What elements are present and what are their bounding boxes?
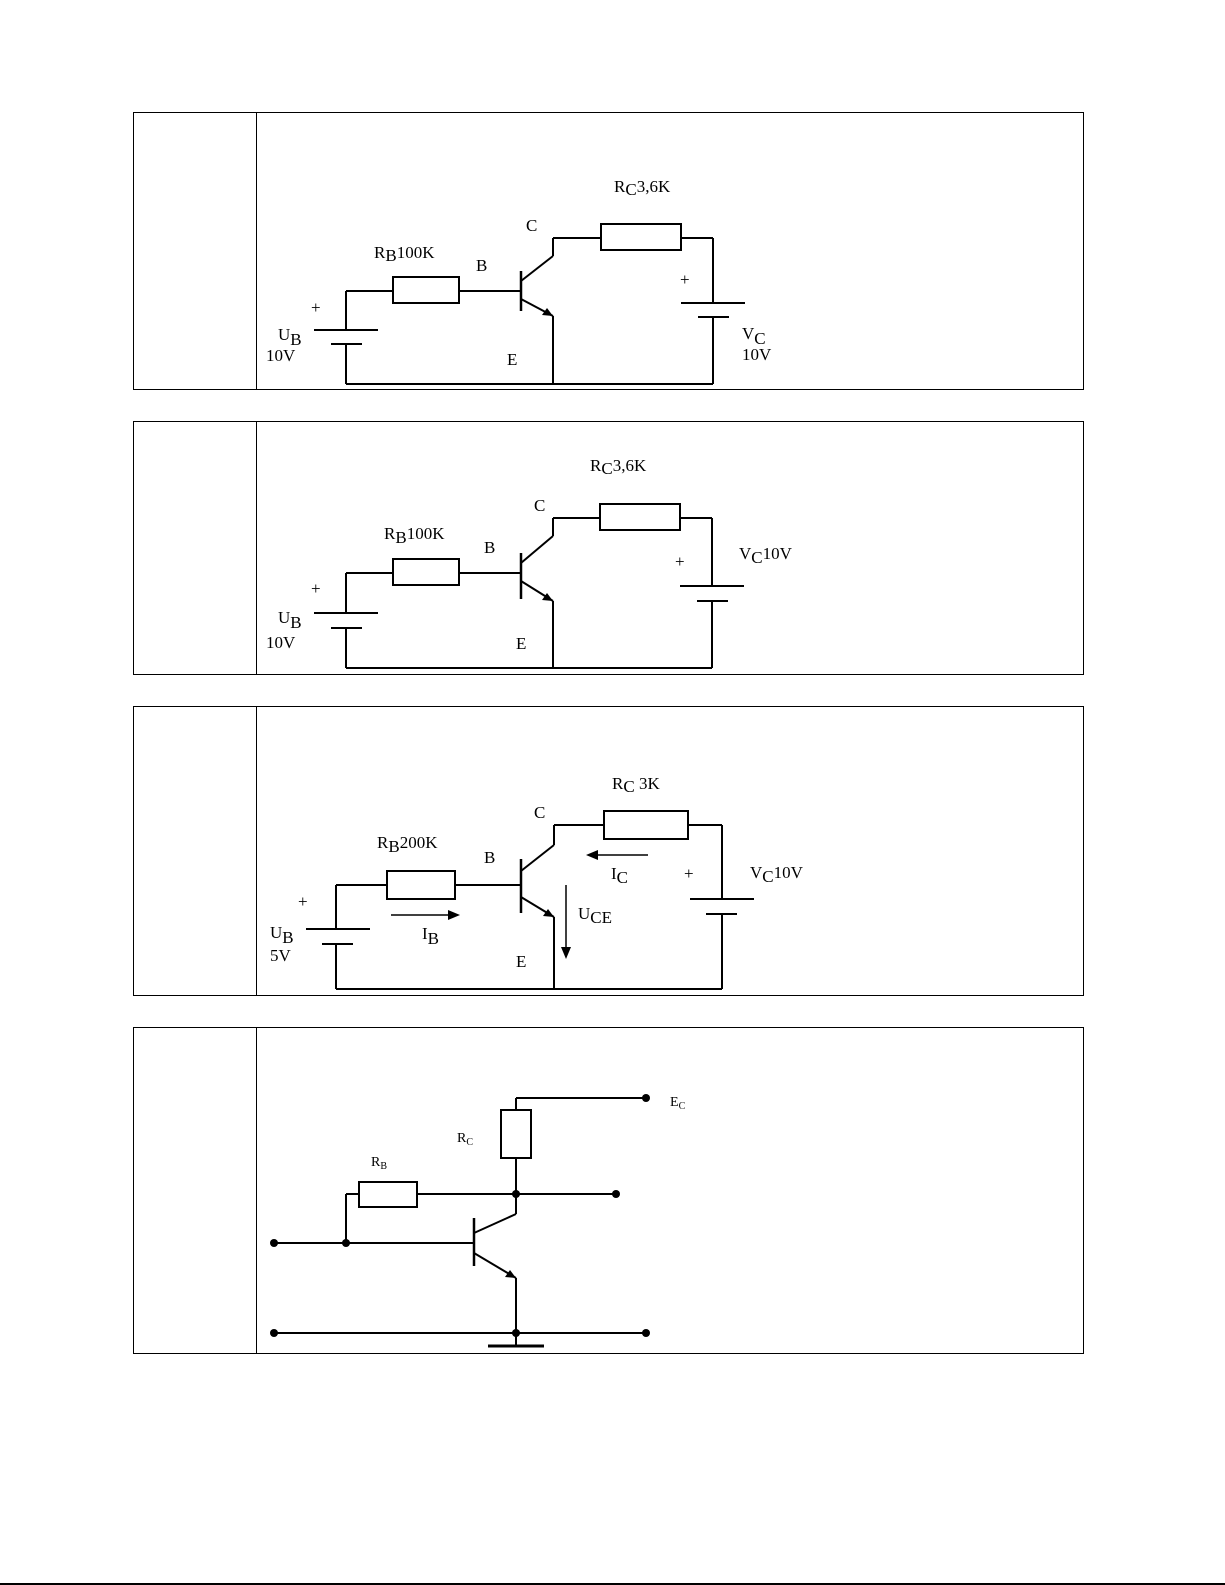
ub-plus-sign: +	[311, 579, 321, 598]
vc-label: VC10V	[739, 544, 793, 567]
ub-value: 5V	[270, 946, 292, 965]
rb-resistor	[359, 1182, 417, 1207]
rb-label: RB200K	[377, 833, 438, 856]
ic-label: IC	[611, 864, 628, 887]
rb-resistor	[387, 871, 455, 899]
base-junction-dot	[342, 1239, 350, 1247]
uce-label: UCE	[578, 904, 612, 927]
uce-arrowhead	[561, 947, 571, 959]
ib-arrowhead	[448, 910, 460, 920]
transistor-collector-leg	[474, 1214, 516, 1233]
vc-label: VC10V	[750, 863, 804, 886]
emitter-label: E	[516, 634, 526, 653]
vc-plus-sign: +	[680, 270, 690, 289]
circuit-diagram-4: EC RC RB	[256, 1028, 1084, 1353]
collector-label: C	[534, 803, 545, 822]
output-terminal-dot	[612, 1190, 620, 1198]
rc-resistor	[600, 504, 680, 530]
vc-plus-sign: +	[684, 864, 694, 883]
vc-value: 10V	[742, 345, 772, 364]
collector-label: C	[534, 496, 545, 515]
transistor-collector-leg	[521, 536, 553, 563]
base-label: B	[484, 848, 495, 867]
panel-2-number-cell	[134, 422, 257, 674]
rb-label: RB	[371, 1155, 387, 1172]
ec-label: EC	[670, 1095, 686, 1112]
emitter-label: E	[507, 350, 517, 369]
rc-label: RC	[457, 1131, 473, 1148]
rb-resistor	[393, 277, 459, 303]
rc-label: RC 3K	[612, 774, 660, 796]
panel-4-number-cell	[134, 1028, 257, 1353]
rb-resistor	[393, 559, 459, 585]
collector-label: C	[526, 216, 537, 235]
input-terminal-dot	[270, 1239, 278, 1247]
ub-value: 10V	[266, 633, 296, 652]
ground-left-dot	[270, 1329, 278, 1337]
exercise-panel-1: + UB 10V RB100K B C E RC3,6K	[133, 112, 1084, 390]
circuit-diagram-3: + UB 5V RB200K B IB C E UCE	[256, 707, 1084, 995]
exercise-panel-3: + UB 5V RB200K B IB C E UCE	[133, 706, 1084, 996]
ground-right-dot	[642, 1329, 650, 1337]
transistor-collector-leg	[521, 845, 554, 871]
exercise-panel-2: + UB 10V RB100K B C E RC3,6K + VC10V	[133, 421, 1084, 675]
ub-plus-sign: +	[311, 298, 321, 317]
rb-label: RB100K	[374, 243, 435, 265]
panel-2-content-cell: + UB 10V RB100K B C E RC3,6K + VC10V	[256, 422, 1083, 674]
exercise-panel-4: EC RC RB	[133, 1027, 1084, 1354]
circuit-diagram-2: + UB 10V RB100K B C E RC3,6K + VC10V	[256, 422, 1084, 674]
panel-4-content-cell: EC RC RB	[256, 1028, 1083, 1353]
base-label: B	[476, 256, 487, 275]
panel-3-number-cell	[134, 707, 257, 995]
ic-arrowhead	[586, 850, 598, 860]
rc-label: RC3,6K	[590, 456, 647, 478]
emitter-arrowhead	[505, 1270, 516, 1278]
rc-label: RC3,6K	[614, 177, 671, 199]
panel-1-content-cell: + UB 10V RB100K B C E RC3,6K	[256, 113, 1083, 389]
vc-plus-sign: +	[675, 552, 685, 571]
circuit-diagram-1: + UB 10V RB100K B C E RC3,6K	[256, 113, 1084, 389]
rc-resistor	[601, 224, 681, 250]
rc-resistor	[501, 1110, 531, 1158]
panel-3-content-cell: + UB 5V RB200K B IB C E UCE	[256, 707, 1083, 995]
emitter-label: E	[516, 952, 526, 971]
ub-value: 10V	[266, 346, 296, 365]
ec-terminal-dot	[642, 1094, 650, 1102]
base-label: B	[484, 538, 495, 557]
transistor-collector-leg	[521, 256, 553, 281]
rc-resistor	[604, 811, 688, 839]
rb-label: RB100K	[384, 524, 445, 547]
ub-label: UB	[270, 923, 294, 947]
ub-label: UB	[278, 608, 302, 632]
ub-plus-sign: +	[298, 892, 308, 911]
panel-1-number-cell	[134, 113, 257, 389]
ib-label: IB	[422, 924, 439, 948]
